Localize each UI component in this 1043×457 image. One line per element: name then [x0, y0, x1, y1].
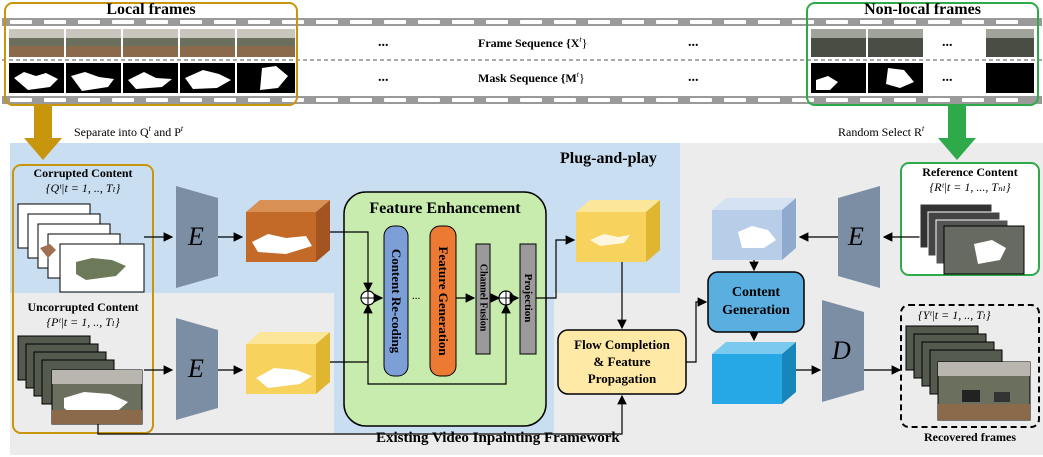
ellipsis-frame-3: ... — [942, 35, 953, 50]
content-recoding-label: Content Re-coding — [389, 248, 404, 354]
plug-and-play-label: Plug-and-play — [560, 150, 657, 167]
content-generation-label: Content Generation — [708, 284, 804, 320]
content-generation-line-2: Generation — [722, 303, 790, 318]
uncorrupted-title: Uncorrupted Content — [27, 300, 139, 314]
ellipsis-frame-1: ... — [378, 35, 389, 50]
flow-completion-line-3: Propagation — [587, 371, 657, 386]
local-frames-label: Local frames — [106, 1, 196, 18]
recovered-set: {Yᵗ|t = 1, .., Tₗ} — [918, 308, 991, 322]
content-recoding-block — [383, 225, 409, 377]
local-mask-thumbnails — [9, 63, 295, 93]
ellipsis-mask-3: ... — [942, 70, 953, 85]
random-select-arrow — [938, 106, 976, 160]
encoder-uncorrupted — [176, 318, 218, 420]
feature-generation-block — [429, 225, 457, 377]
feature-enhancement-title: Feature Enhancement — [369, 200, 521, 217]
encoder-label-corrupted: E — [188, 222, 204, 251]
decoder — [822, 300, 864, 402]
local-input-box — [12, 164, 154, 434]
feature-cube-enhanced — [576, 200, 660, 262]
ellipsis-fe: ... — [412, 290, 421, 302]
mask-sequence-sup: t — [576, 70, 579, 79]
channel-fusion-label: Channel Fusion — [477, 263, 489, 332]
decoder-label: D — [832, 336, 851, 365]
uncorrupted-frame-stack — [17, 335, 143, 425]
encoder-label-uncorrupted: E — [188, 354, 204, 383]
channel-fusion-block — [475, 243, 491, 355]
flow-completion-line-2: & Feature — [593, 354, 651, 369]
projection-block — [519, 243, 537, 355]
top-arrows — [24, 106, 976, 160]
frame-sequence-text: Frame Sequence {X — [478, 36, 580, 50]
separate-sup-p: t — [180, 124, 184, 133]
separate-sup-q: t — [148, 124, 151, 133]
corrupted-frame-stack — [17, 203, 145, 293]
encoder-label-reference: E — [848, 222, 864, 251]
flow-completion-line-1: Flow Completion — [574, 337, 670, 352]
nonlocal-frames-label: Non-local frames — [864, 1, 981, 18]
frame-sequence-sup: t — [579, 35, 582, 44]
projection-label: Projection — [522, 273, 534, 323]
encoder-reference — [838, 186, 880, 288]
flow-completion-label: Flow Completion & Feature Propagation — [558, 336, 686, 387]
feature-cube-corrupted — [246, 200, 330, 262]
ellipsis-frame-2: ... — [688, 35, 699, 50]
random-text: Random Select R — [838, 125, 922, 139]
reference-set: {Rᵗ|t = 1, ..., Tₙₗ} — [929, 180, 1011, 194]
uncorrupted-set: {Pᵗ|t = 1, .., Tₗ} — [46, 315, 120, 329]
reference-frame-stack — [919, 203, 1025, 275]
mask-sequence-text: Mask Sequence {M — [478, 71, 577, 85]
random-sup: t — [922, 124, 925, 133]
ellipsis-mask-2: ... — [688, 70, 699, 85]
nonlocal-frame-thumbnails — [811, 29, 1034, 57]
feature-cube-reference — [712, 198, 796, 260]
nonlocal-mask-thumbnails — [811, 63, 1034, 93]
local-frame-thumbnails — [9, 29, 295, 57]
recovered-frame-stack — [905, 325, 1031, 421]
nonlocal-frames-box — [806, 2, 1039, 106]
random-select-label: Random Select Rt — [838, 124, 924, 140]
mask-sequence-label: Mask Sequence {Mt} — [478, 70, 585, 85]
frame-sequence-label: Frame Sequence {Xt} — [478, 35, 588, 50]
separate-label: Separate into Qt and Pt — [74, 124, 183, 140]
content-generation-line-1: Content — [731, 285, 781, 300]
feature-cube-uncorrupted — [246, 332, 330, 394]
separate-text: Separate into Q — [74, 125, 149, 139]
corrupted-title: Corrupted Content — [33, 166, 133, 180]
recovered-label: Recovered frames — [923, 430, 1017, 444]
separate-arrow — [24, 106, 62, 160]
corrupted-set: {Qᵗ|t = 1, .., Tₗ} — [45, 181, 121, 195]
encoder-corrupted — [176, 186, 218, 288]
reference-title: Reference Content — [922, 165, 1018, 179]
feature-cube-output — [712, 342, 796, 404]
feature-generation-label: Feature Generation — [436, 246, 451, 356]
separate-text-mid: and P — [150, 125, 181, 139]
ellipsis-mask-1: ... — [378, 70, 389, 85]
local-frames-box — [4, 2, 298, 106]
film-strip — [2, 18, 1042, 104]
